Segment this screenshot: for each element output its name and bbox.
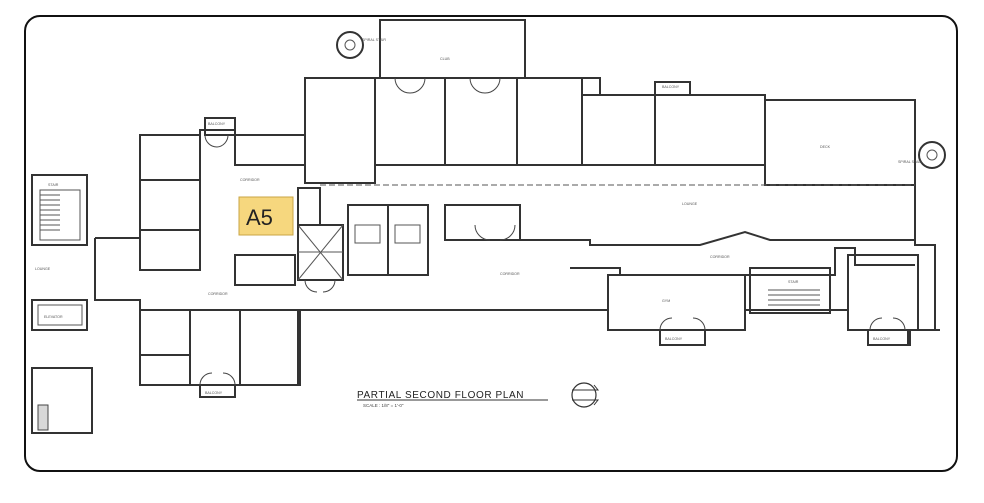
unit-a5-highlight[interactable]: A5 xyxy=(238,196,294,236)
west-units: CORRIDOR CORRIDOR BALCONY BALCONY xyxy=(139,117,306,398)
south-balcony-east-label: BALCONY xyxy=(873,337,891,341)
east-stair-treads xyxy=(768,289,820,306)
lounge-label: LOUNGE xyxy=(35,267,51,271)
spiral-stair-label-e: SPIRAL STAIR xyxy=(898,160,922,164)
east-balcony-label: BALCONY xyxy=(662,85,680,89)
west-stair-label: STAIR xyxy=(48,183,59,187)
unit-a5-box[interactable] xyxy=(238,196,294,236)
plan-title: PARTIAL SECOND FLOOR PLAN xyxy=(357,390,524,401)
plan-scale: SCALE : 1/8" = 1'-0" xyxy=(363,403,404,408)
east-corridor-label: CORRIDOR xyxy=(710,255,730,259)
deck-label: DECK xyxy=(820,145,831,149)
club-label: CLUB xyxy=(440,57,450,61)
east-stair-label: STAIR xyxy=(788,280,799,284)
south-suites: STAIR BALCONY BALCONY GYM xyxy=(607,254,919,346)
corridor-north-label: CORRIDOR xyxy=(240,178,260,182)
spiral-stairs: SPIRAL STAIR SPIRAL STAIR xyxy=(336,31,946,169)
building-outline xyxy=(94,19,940,386)
elevator-label: ELEVATOR xyxy=(44,315,63,319)
drawing-frame xyxy=(24,15,958,472)
north-suites: CLUB DECK BALCONY LOUNGE xyxy=(304,19,916,206)
spiral-stair-label-nw: SPIRAL STAIR xyxy=(362,38,386,42)
west-stair-treads xyxy=(40,194,60,231)
core xyxy=(297,187,521,281)
west-corridor-label: CORRIDOR xyxy=(208,292,228,296)
west-tower: STAIR ELEVATOR LOUNGE xyxy=(31,174,93,434)
door-swings xyxy=(199,77,906,386)
north-arrow-icon xyxy=(571,382,600,408)
north-balcony-label: BALCONY xyxy=(208,122,226,126)
main-corridor-label: CORRIDOR xyxy=(500,272,520,276)
lounge-suite-label: LOUNGE xyxy=(682,202,698,206)
south-balcony-mid-label: BALCONY xyxy=(665,337,683,341)
unit-a5-label: A5 xyxy=(246,205,273,230)
corridor: CORRIDOR CORRIDOR xyxy=(320,184,915,276)
gym-label: GYM xyxy=(662,299,670,303)
south-balcony-label: BALCONY xyxy=(205,391,223,395)
